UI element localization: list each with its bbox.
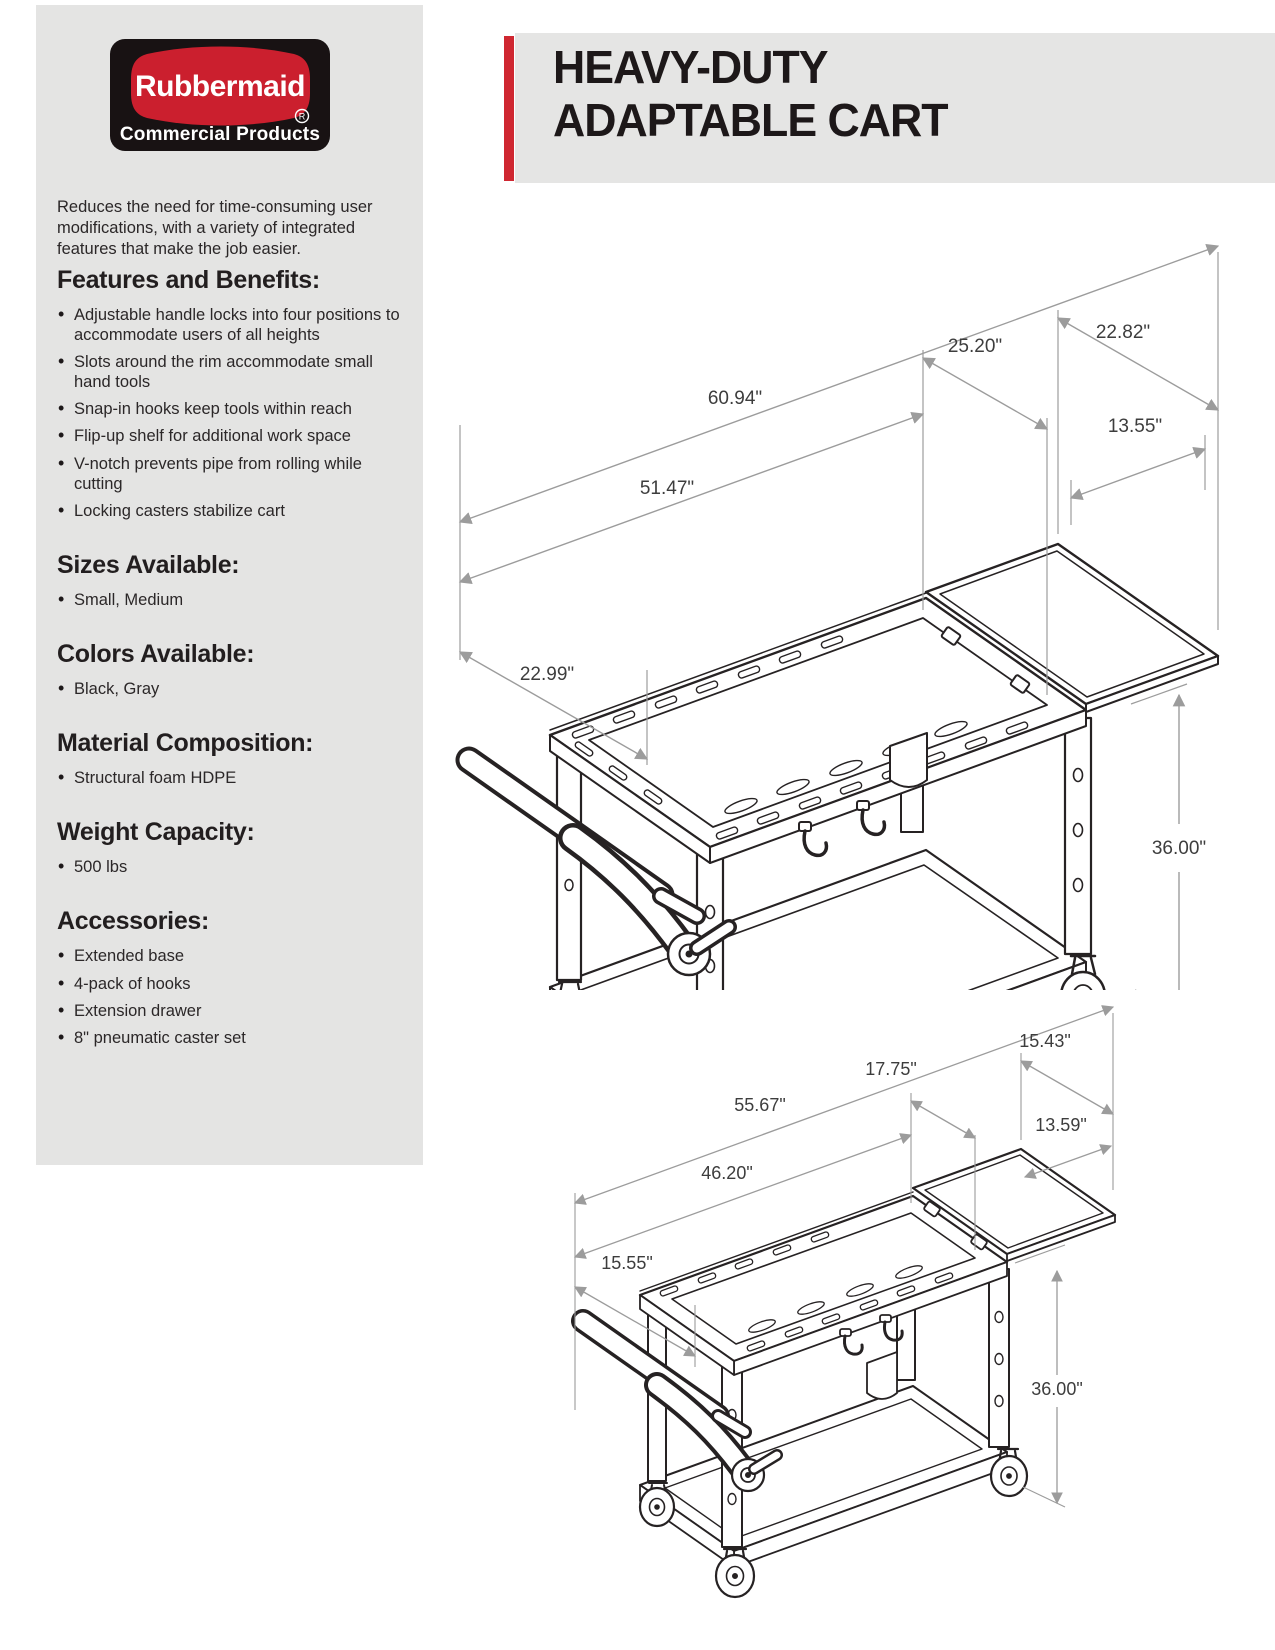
dim-label-height: 36.00" (1152, 838, 1206, 859)
list-item: Extension drawer (57, 1000, 414, 1022)
list-item: Structural foam HDPE (57, 767, 414, 789)
dim-label-height: 36.00" (1031, 1379, 1082, 1399)
dim-label-shelf-width: 15.43" (1019, 1031, 1070, 1051)
page-title-line1: HEAVY-DUTY (553, 41, 829, 93)
spec-sidebar: Rubbermaid R Commercial Products Reduces… (36, 5, 423, 1165)
list-item: Snap-in hooks keep tools within reach (57, 398, 414, 420)
list-item: Small, Medium (57, 589, 414, 611)
caster-wheel-right (989, 1447, 1029, 1498)
dim-line-body-length (573, 1133, 913, 1259)
logo-division-text: Commercial Products (120, 124, 320, 145)
snap-in-hooks (839, 1314, 904, 1356)
top-shelf (638, 1191, 1009, 1400)
shelf-hinge-clip (1009, 674, 1031, 694)
logo-red-shield (131, 46, 310, 126)
registered-mark-icon (294, 108, 310, 124)
push-handle (455, 746, 737, 977)
cart-illustration-small (571, 1147, 1117, 1599)
dimension-lines (458, 243, 1220, 1009)
dimension-lines (573, 1005, 1115, 1508)
v-notch-cup (866, 1351, 898, 1400)
sizes-list: Small, Medium (57, 589, 405, 611)
title-block: HEAVY-DUTY ADAPTABLE CART (515, 33, 1275, 183)
technical-drawing-small-cart: 55.67" 46.20" 17.75" 15.43" 13.59" 15.55… (545, 935, 1120, 1600)
dim-line-handle-depth (573, 1286, 697, 1357)
dim-label-shelf-length: 13.59" (1035, 1115, 1086, 1135)
section-heading-sizes: Sizes Available: (57, 550, 240, 579)
section-heading-material: Material Composition: (57, 729, 314, 758)
dim-label-handle-depth: 15.55" (601, 1253, 652, 1273)
cart-leg-right (988, 1268, 1010, 1448)
colors-list: Black, Gray (57, 678, 405, 700)
dim-line-shelf-length (1069, 446, 1207, 501)
snap-in-hooks (798, 800, 887, 858)
dimension-labels: 60.94" 51.47" 22.82" 25.20" 13.55" 22.99… (520, 322, 1206, 859)
section-heading-features: Features and Benefits: (57, 265, 320, 294)
dim-label-overall-length: 55.67" (734, 1095, 785, 1115)
dim-line-shelf-width (1019, 1060, 1115, 1115)
accessories-list: Extended base 4-pack of hooks Extension … (57, 945, 405, 1048)
dim-label-end-width: 22.82" (1096, 322, 1150, 343)
material-list: Structural foam HDPE (57, 767, 405, 789)
section-heading-colors: Colors Available: (57, 640, 255, 669)
dim-label-body-length: 51.47" (640, 478, 694, 499)
flip-up-shelf (924, 542, 1220, 713)
dim-label-deck-width: 25.20" (948, 336, 1002, 357)
caster-wheel-front (714, 1547, 756, 1599)
list-item: 500 lbs (57, 856, 414, 878)
intro-paragraph: Reduces the need for time-consuming user… (57, 198, 373, 258)
list-item: 4-pack of hooks (57, 973, 414, 995)
dim-label-body-length: 46.20" (701, 1163, 752, 1183)
list-item: Locking casters stabilize cart (57, 500, 414, 522)
registered-mark-letter: R (299, 112, 306, 122)
dim-label-shelf-length: 13.55" (1108, 416, 1162, 437)
list-item: Adjustable handle locks into four positi… (57, 304, 414, 345)
dim-label-handle-depth: 22.99" (520, 664, 574, 685)
rim-tool-slots-front (746, 1272, 954, 1352)
list-item: Slots around the rim accommodate small h… (57, 351, 414, 392)
page-title-line2: ADAPTABLE CART (553, 93, 949, 146)
dim-line-deck-width (909, 1100, 977, 1139)
shelf-hinge-clip (940, 626, 962, 646)
dim-line-end-width (1056, 317, 1220, 411)
list-item: 8" pneumatic caster set (57, 1027, 414, 1049)
dim-label-deck-width: 17.75" (865, 1059, 916, 1079)
shelf-hinge-clip (923, 1200, 941, 1218)
logo-brand-text: Rubbermaid (135, 70, 305, 103)
cart-illustration-medium (455, 542, 1220, 1166)
dim-line-handle-depth (458, 651, 649, 760)
v-notch-cup (889, 732, 928, 788)
list-item: Flip-up shelf for additional work space (57, 425, 414, 447)
cart-leg-right (1063, 716, 1093, 956)
weight-list: 500 lbs (57, 856, 405, 878)
dim-line-shelf-length (1023, 1144, 1113, 1179)
section-heading-accessories: Accessories: (57, 907, 210, 936)
title-accent-bar (504, 36, 514, 181)
caster-wheel-left (638, 1482, 676, 1528)
dim-line-overall-length (458, 243, 1220, 525)
list-item: V-notch prevents pipe from rolling while… (57, 453, 414, 494)
list-item: Extended base (57, 945, 414, 967)
dim-line-body-length (458, 411, 925, 585)
features-list: Adjustable handle locks into four positi… (57, 304, 405, 522)
dim-label-overall-length: 60.94" (708, 388, 762, 409)
rubbermaid-logo: Rubbermaid R Commercial Products (110, 39, 330, 151)
list-item: Black, Gray (57, 678, 414, 700)
section-heading-weight: Weight Capacity: (57, 818, 255, 847)
deck-slots (748, 1265, 923, 1333)
technical-drawing-medium-cart: 60.94" 51.47" 22.82" 25.20" 13.55" 22.99… (435, 190, 1255, 1166)
sidebar-content: Reduces the need for time-consuming user… (57, 197, 405, 1055)
dimension-labels: 55.67" 46.20" 17.75" 15.43" 13.59" 15.55… (601, 1031, 1086, 1399)
dim-line-deck-width (921, 357, 1049, 430)
